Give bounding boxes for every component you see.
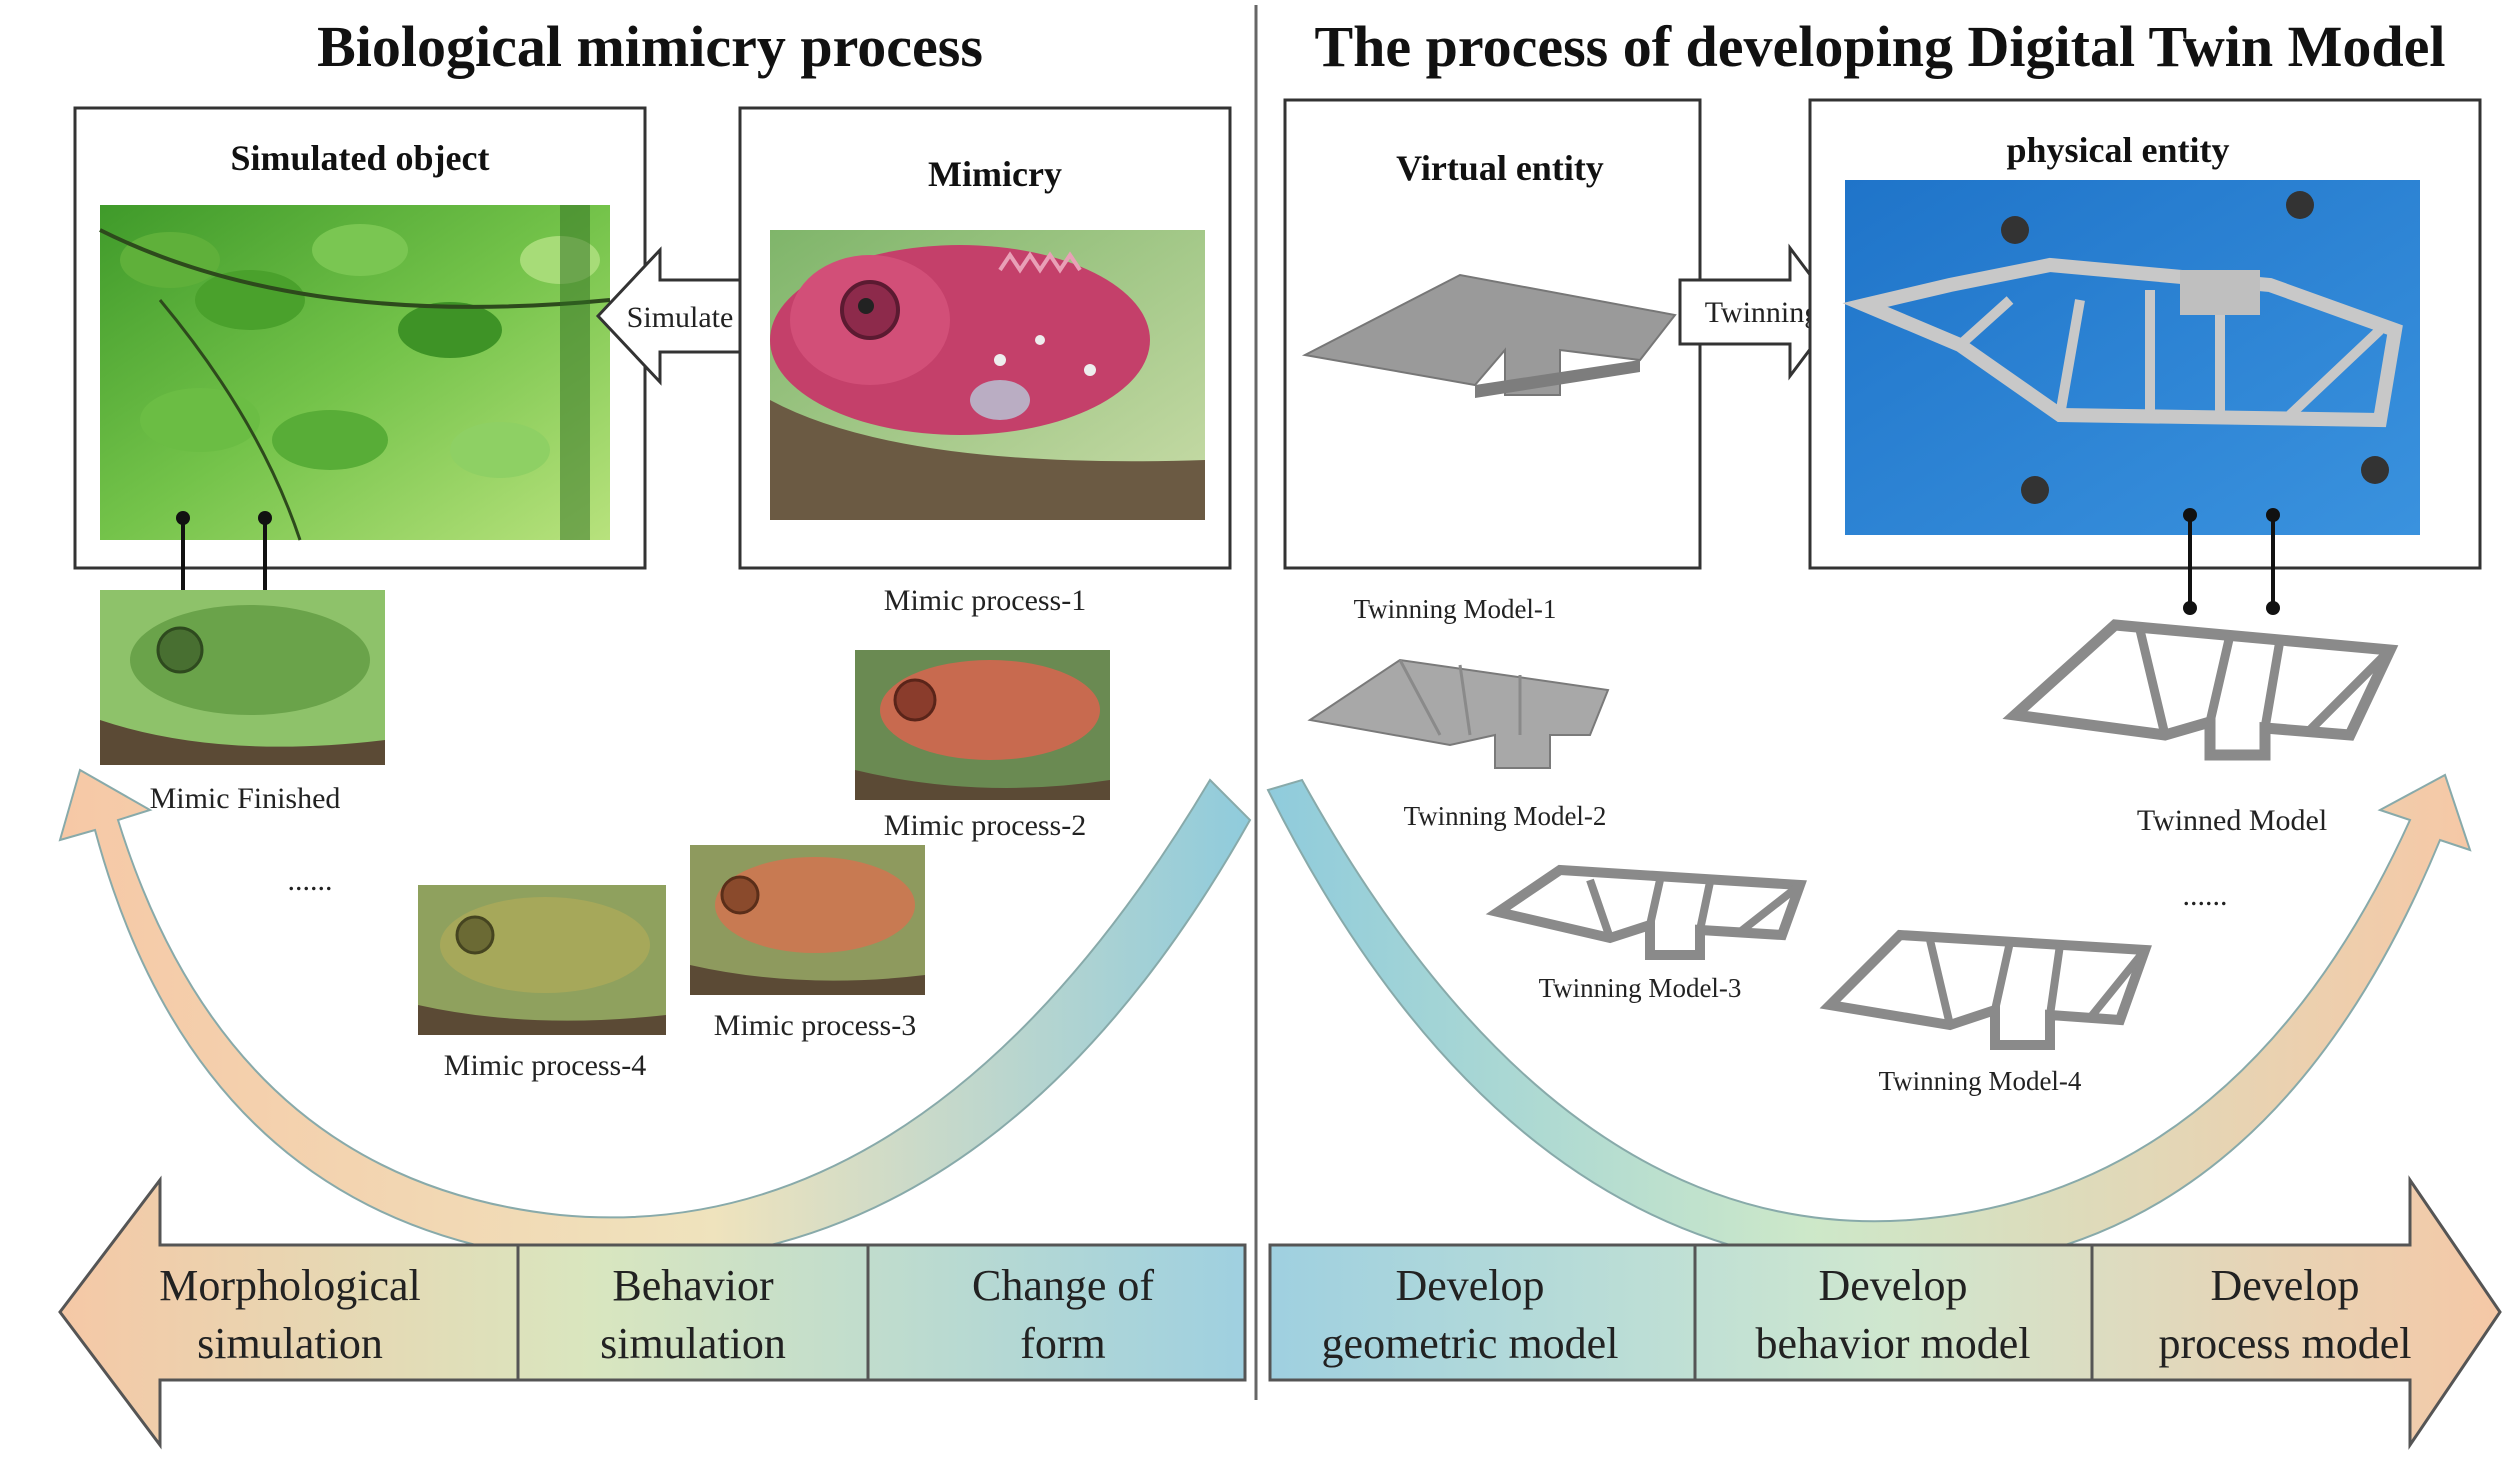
left-stage-2-line2: simulation: [600, 1319, 786, 1368]
right-title: The process of developing Digital Twin M…: [1314, 14, 2445, 79]
virtual-entity-title: Virtual entity: [1396, 148, 1604, 188]
right-connector-dot-2: [2183, 601, 2197, 615]
pink-chameleon-image: [770, 230, 1205, 520]
left-curve-arrow: [58, 768, 1252, 1264]
right-stage-1-line2: geometric model: [1322, 1319, 1619, 1368]
twinning-model-2: [1485, 864, 1807, 960]
left-stage-3-line2: form: [1020, 1319, 1106, 1368]
twinning-arrow: Twinning: [1678, 243, 1840, 381]
right-connector-dot-3: [2266, 508, 2280, 522]
mimic-process-1-label: Mimic process-1: [884, 584, 1086, 617]
mimic-finished-image: [100, 590, 385, 765]
physical-entity-title: physical entity: [2006, 130, 2229, 170]
simulate-label: Simulate: [627, 301, 734, 334]
left-stage-1-line1: Morphological: [159, 1261, 421, 1310]
left-stage-arrow: [58, 1175, 1247, 1450]
mimic-process-2-image: [855, 650, 1110, 800]
right-connector-dot-4: [2266, 601, 2280, 615]
twinning-model-4-label: Twinning Model-4: [1879, 1066, 2082, 1096]
leaves-image: [99, 205, 611, 541]
mimic-process-4-image: [418, 885, 666, 1035]
mimic-process-3-label: Mimic process-3: [714, 1009, 916, 1042]
right-stage-arrow: [1268, 1175, 2502, 1450]
mimic-process-4-label: Mimic process-4: [444, 1049, 646, 1082]
mimic-finished-label: Mimic Finished: [150, 782, 341, 815]
left-title: Biological mimicry process: [317, 14, 983, 79]
twinning-model-3-label: Twinning Model-3: [1539, 973, 1742, 1003]
right-stage-3-line2: process model: [2159, 1319, 2412, 1368]
virtual-plate-model: [1301, 273, 1677, 398]
mimicry-title: Mimicry: [928, 154, 1062, 194]
left-stage-2-line1: Behavior: [612, 1261, 774, 1310]
right-ellipsis: ......: [2183, 879, 2228, 912]
right-curve-arrow: [1266, 773, 2472, 1272]
right-connector-dot-1: [2183, 508, 2197, 522]
right-stage-2-line1: Develop: [1818, 1261, 1967, 1310]
twinning-model-1-label: Twinning Model-1: [1354, 594, 1557, 624]
right-stage-1-line1: Develop: [1395, 1261, 1544, 1310]
connector-dot-1: [176, 511, 190, 525]
left-stage-1-line2: simulation: [197, 1319, 383, 1368]
physical-frame-image: [1842, 180, 2420, 535]
twinned-model: [2002, 619, 2399, 761]
twinning-model-2-label: Twinning Model-2: [1404, 801, 1607, 831]
twinned-model-label: Twinned Model: [2137, 804, 2327, 837]
simulated-object-title: Simulated object: [231, 138, 490, 178]
left-ellipsis: ......: [288, 864, 333, 897]
connector-dot-3: [258, 511, 272, 525]
twinning-model-4: [1819, 929, 2152, 1050]
mimic-process-2-label: Mimic process-2: [884, 809, 1086, 842]
right-stage-2-line2: behavior model: [1756, 1319, 2031, 1368]
twinning-label: Twinning: [1705, 296, 1820, 329]
left-stage-3-line1: Change of: [972, 1261, 1154, 1310]
mimic-process-3-image: [690, 845, 925, 995]
right-stage-3-line1: Develop: [2210, 1261, 2359, 1310]
twinning-model-1: [1307, 658, 1610, 769]
